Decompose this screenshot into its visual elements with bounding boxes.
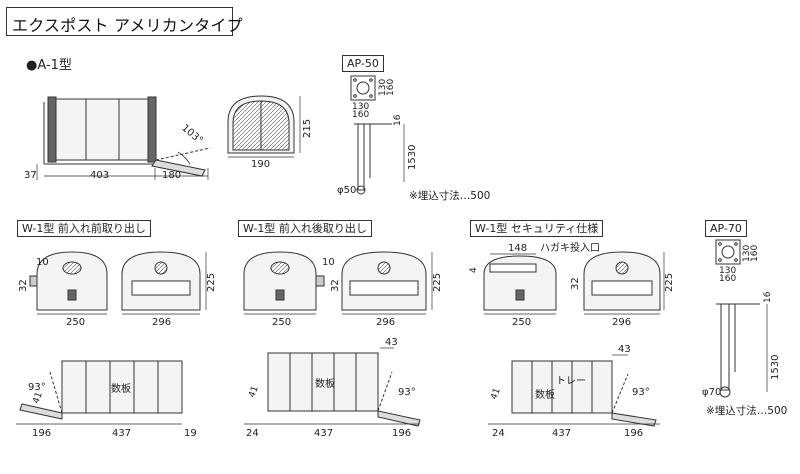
a1-plan-view (36, 96, 211, 180)
dim-front-w2: 296 (152, 317, 171, 328)
dim-a1-front-h: 215 (302, 119, 313, 138)
dim-a1-angle: 103° (179, 123, 205, 147)
dim-ap70-plate-a: 130 (719, 266, 736, 276)
dim-a1-width: 403 (90, 170, 109, 181)
ap70-post (716, 303, 768, 398)
note-buried-ap70: ※埋込寸法…500 (706, 405, 788, 417)
dim-rear-w2: 296 (376, 317, 395, 328)
ap50-base-plate (350, 75, 376, 101)
dim-ap50-plate-d: 160 (386, 79, 396, 96)
dim-sec-side2: 32 (570, 277, 581, 290)
section-label-w1-front: W-1型 前入れ前取り出し (17, 220, 151, 237)
dim-p3-a: 24 (492, 428, 505, 439)
a1-front-view (227, 95, 301, 158)
w1-rear-plan-view (244, 347, 421, 427)
dim-sec-w1: 250 (512, 317, 531, 328)
w1-front-plan-view (16, 360, 183, 425)
dim-p1-c: 19 (184, 428, 197, 439)
dim-p3-c: 196 (624, 428, 643, 439)
dim-ap50-phi: φ50 (337, 185, 356, 196)
dim-ap50-top: 16 (393, 114, 403, 126)
w1-front-front-views (29, 251, 207, 315)
dim-ap70-plate-b: 160 (719, 274, 736, 284)
dim-rear-flag: 10 (322, 257, 335, 268)
dim-ap50-h: 1530 (407, 145, 418, 170)
dim-a1-flap: 180 (162, 170, 181, 181)
dim-sec-slot: 148 (508, 243, 527, 254)
dim-p3-small: 41 (489, 387, 502, 401)
dim-sec-w2: 296 (612, 317, 631, 328)
section-label-ap70: AP-70 (705, 220, 747, 237)
ap70-base-plate (715, 239, 741, 265)
dim-p2-small: 41 (247, 385, 260, 399)
dim-sec-h: 225 (664, 273, 675, 292)
section-label-ap50: AP-50 (342, 55, 384, 72)
dim-front-flag: 10 (36, 257, 49, 268)
dim-ap70-plate-d: 160 (750, 245, 760, 262)
ap50-post (354, 123, 405, 195)
dim-ap50-plate-c: 130 (378, 79, 388, 96)
page-title: エクスポスト アメリカンタイプ (12, 16, 243, 35)
w1-rear-front-views (243, 251, 433, 315)
dim-p1-small: 41 (31, 391, 44, 405)
dim-p2-a: 24 (246, 428, 259, 439)
dim-p3-top: 43 (618, 344, 631, 355)
dim-sec-side: 4 (469, 267, 479, 273)
note-buried-ap50: ※埋込寸法…500 (409, 190, 491, 202)
plate-label-rear: 数板 (315, 377, 335, 390)
dim-rear-side: 32 (330, 279, 341, 292)
dim-a1-left: 37 (24, 170, 37, 181)
dim-rear-h: 225 (432, 273, 443, 292)
dim-p1-angle: 93° (28, 382, 46, 393)
dim-a1-front-w: 190 (251, 159, 270, 170)
model-label-a1: ●A-1型 (26, 58, 72, 73)
dim-front-h: 225 (206, 273, 217, 292)
dim-ap50-plate-a: 130 (352, 102, 369, 112)
dim-front-w1: 250 (66, 317, 85, 328)
w1-security-front-views (483, 251, 665, 315)
title-frame (6, 7, 233, 36)
dim-p2-b: 437 (314, 428, 333, 439)
section-label-w1-security: W-1型 セキュリティ仕様 (470, 220, 604, 237)
dim-ap70-top: 16 (763, 291, 773, 303)
dim-ap70-h: 1530 (770, 355, 781, 380)
dim-p3-b: 437 (552, 428, 571, 439)
dim-p2-top: 43 (385, 337, 398, 348)
plate-label-front: 数板 (111, 382, 131, 395)
w1-security-plan-view (488, 354, 660, 427)
postcard-slot-label: ハガキ投入口 (540, 241, 600, 254)
dim-p2-c: 196 (392, 428, 411, 439)
tray-label: トレー (556, 376, 586, 387)
section-label-w1-rear: W-1型 前入れ後取り出し (238, 220, 372, 237)
dim-front-side: 32 (18, 279, 29, 292)
dim-rear-w1: 250 (272, 317, 291, 328)
dim-ap50-plate-b: 160 (352, 110, 369, 120)
dim-ap70-phi: φ70 (702, 387, 721, 398)
plate-label-security: 数板 (535, 388, 555, 401)
dim-p2-angle: 93° (398, 387, 416, 398)
dim-p1-a: 196 (32, 428, 51, 439)
dim-p3-angle: 93° (632, 387, 650, 398)
dim-ap70-plate-c: 130 (742, 245, 752, 262)
dim-p1-b: 437 (112, 428, 131, 439)
